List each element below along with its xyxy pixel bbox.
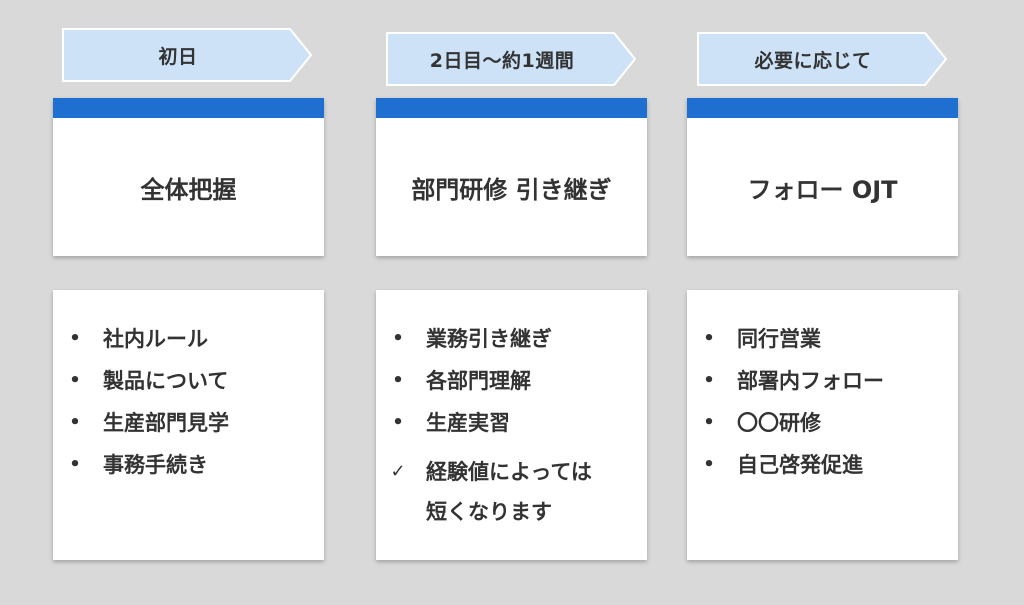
phase-detail-card-1: •社内ルール •製品について •生産部門見学 •事務手続き xyxy=(53,290,324,560)
note-line-2: 短くなります xyxy=(426,500,552,524)
phase-arrow-1: 初日 xyxy=(62,28,312,82)
bullet-icon: • xyxy=(392,328,404,349)
bullet-icon: • xyxy=(703,328,715,349)
phase-detail-card-2: •業務引き継ぎ •各部門理解 •生産実習 ✓ 経験値によっては 短くなります xyxy=(376,290,647,560)
phase-label-3: 必要に応じて xyxy=(754,49,872,72)
card-accent-bar xyxy=(687,98,958,118)
phase-title-3: フォロー OJT xyxy=(747,175,898,204)
phase-arrow-3: 必要に応じて xyxy=(697,32,947,86)
arrow-shape xyxy=(697,32,947,86)
list-item: •社内ルール xyxy=(53,318,324,360)
phase-item-list-3: •同行営業 •部署内フォロー •〇〇研修 •自己啓発促進 xyxy=(687,290,958,486)
bullet-icon: • xyxy=(69,370,81,391)
bullet-icon: • xyxy=(392,412,404,433)
checkmark-icon: ✓ xyxy=(390,461,406,482)
note-line-1: 経験値によっては xyxy=(426,460,592,484)
list-item: •業務引き継ぎ xyxy=(376,318,647,360)
card-accent-bar xyxy=(53,98,324,118)
phase-title-card-3: フォロー OJT xyxy=(687,98,958,256)
phase-arrow-2: 2日目〜約1週間 xyxy=(386,32,636,86)
list-item: •生産部門見学 xyxy=(53,402,324,444)
list-item: •事務手続き xyxy=(53,444,324,486)
phase-label-1: 初日 xyxy=(158,45,198,68)
arrow-shape xyxy=(62,28,312,82)
phase-item-list-1: •社内ルール •製品について •生産部門見学 •事務手続き xyxy=(53,290,324,486)
phase-title-2: 部門研修 引き継ぎ xyxy=(411,175,612,204)
bullet-icon: • xyxy=(392,370,404,391)
note-item: ✓ 経験値によっては 短くなります xyxy=(376,452,647,532)
bullet-icon: • xyxy=(69,454,81,475)
bullet-icon: • xyxy=(703,412,715,433)
list-item: •製品について xyxy=(53,360,324,402)
bullet-icon: • xyxy=(69,412,81,433)
list-item: •自己啓発促進 xyxy=(687,444,958,486)
bullet-icon: • xyxy=(703,454,715,475)
list-item: •〇〇研修 xyxy=(687,402,958,444)
list-item: •生産実習 xyxy=(376,402,647,444)
list-item: •部署内フォロー xyxy=(687,360,958,402)
phase-title-1: 全体把握 xyxy=(140,175,237,204)
phase-detail-card-3: •同行営業 •部署内フォロー •〇〇研修 •自己啓発促進 xyxy=(687,290,958,560)
phase-title-card-2: 部門研修 引き継ぎ xyxy=(376,98,647,256)
card-accent-bar xyxy=(376,98,647,118)
bullet-icon: • xyxy=(703,370,715,391)
list-item: •同行営業 xyxy=(687,318,958,360)
list-item: •各部門理解 xyxy=(376,360,647,402)
phase-title-card-1: 全体把握 xyxy=(53,98,324,256)
arrow-shape xyxy=(386,32,636,86)
phase-item-list-2: •業務引き継ぎ •各部門理解 •生産実習 ✓ 経験値によっては 短くなります xyxy=(376,290,647,532)
bullet-icon: • xyxy=(69,328,81,349)
phase-label-2: 2日目〜約1週間 xyxy=(429,49,575,72)
